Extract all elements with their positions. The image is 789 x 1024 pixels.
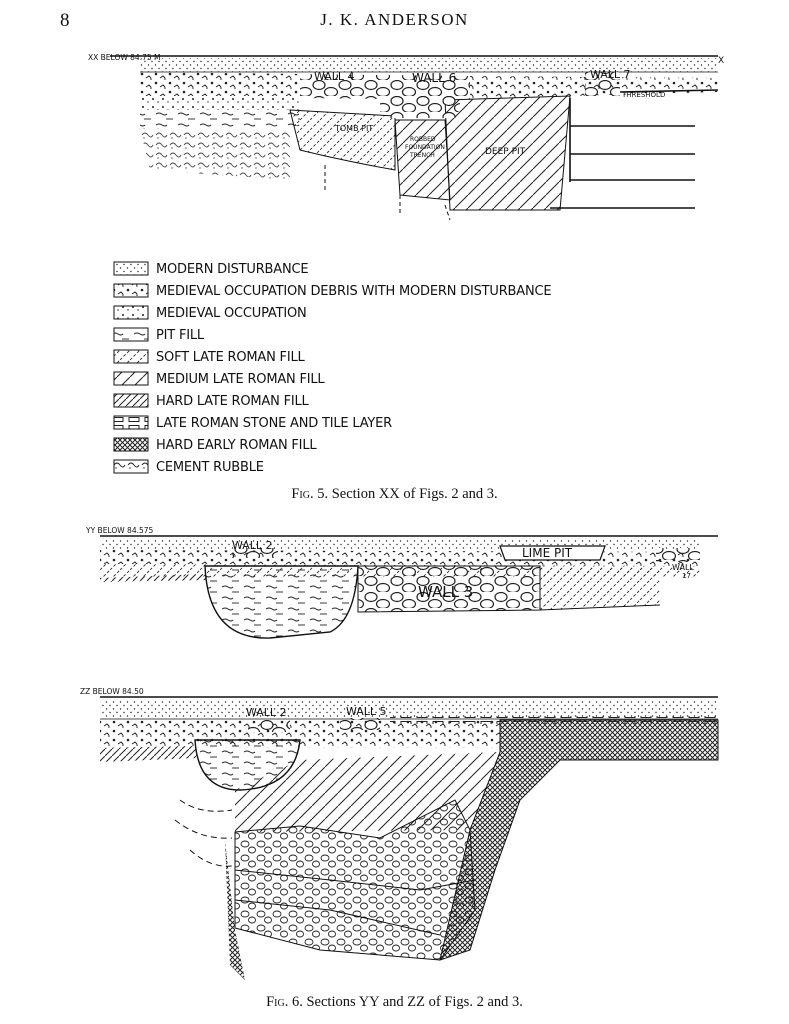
legend-item-soft: SOFT LATE ROMAN FILL (113, 349, 306, 365)
legend-label: HARD LATE ROMAN FILL (156, 394, 310, 409)
legend-item-pit: PIT FILL (113, 327, 205, 343)
legend-label: LATE ROMAN STONE AND TILE LAYER (156, 416, 392, 431)
zz-wall2-label: WALL 2 (246, 706, 287, 719)
fig6-section-yy: YY BELOW 84.575 WALL 2 LIME PIT WALL 3 W… (85, 526, 718, 639)
page-number: 8 (60, 10, 70, 31)
fig5-caption-label: Fig. 5. (291, 486, 329, 502)
fig5-wall7-label: WALL 7 (590, 68, 631, 81)
fig5-robbed-label-1: ROBBED (410, 136, 436, 143)
yy-wall17-label-b: 17 (682, 572, 691, 580)
legend-label: CEMENT RUBBLE (156, 460, 264, 475)
legend-item-early: HARD EARLY ROMAN FILL (113, 437, 318, 453)
legend-label: HARD EARLY ROMAN FILL (156, 438, 317, 453)
legend-item-medieval-debris: MEDIEVAL OCCUPATION DEBRIS WITH MODERN D… (113, 283, 552, 299)
fig6-caption-text: Sections YY and ZZ of Figs. 2 and 3. (306, 994, 523, 1010)
yy-datum-label: YY BELOW 84.575 (85, 526, 154, 535)
legend-label: MEDIEVAL OCCUPATION (156, 306, 307, 321)
fig5-robbed-label-2: FOUNDATION (405, 144, 445, 151)
running-head: J. K. ANDERSON (320, 10, 469, 29)
legend-item-medium: MEDIUM LATE ROMAN FILL (113, 371, 326, 387)
fig5-section-xx: XX BELOW 84.75 M X WALL 4 WALL 6 WALL 7 … (88, 53, 724, 221)
fig5-caption-text: Section XX of Figs. 2 and 3. (331, 486, 498, 502)
fig5-datum-label: XX BELOW 84.75 M (88, 53, 160, 62)
legend-label: PIT FILL (156, 328, 205, 343)
legend-item-modern: MODERN DISTURBANCE (113, 261, 309, 277)
fig6-section-zz: ZZ BELOW 84.50 WALL 2 WALL 5 (80, 687, 719, 980)
legend: MODERN DISTURBANCE MEDIEVAL OCCUPATION D… (113, 261, 552, 475)
fig5-wall4-label: WALL 4 (314, 70, 355, 83)
fig6-caption: Fig. 6. Sections YY and ZZ of Figs. 2 an… (0, 994, 789, 1011)
legend-item-cement: CEMENT RUBBLE (113, 459, 264, 475)
legend-item-stone: LATE ROMAN STONE AND TILE LAYER (113, 415, 392, 431)
legend-label: SOFT LATE ROMAN FILL (156, 350, 306, 365)
fig5-wall6-label: WALL 6 (412, 71, 456, 85)
fig5-deep-pit-label: DEEP PIT (485, 147, 526, 157)
legend-label: MODERN DISTURBANCE (156, 262, 308, 277)
legend-label: MEDIEVAL OCCUPATION DEBRIS WITH MODERN D… (156, 284, 551, 299)
zz-wall5-label: WALL 5 (346, 705, 387, 718)
fig5-tomb-pit-label: TOMB PIT (334, 124, 373, 133)
yy-wall17-label-a: WALL (672, 563, 694, 572)
fig5-robbed-label-3: TRENCH (409, 152, 435, 159)
zz-datum-label: ZZ BELOW 84.50 (80, 687, 144, 696)
fig5-caption: Fig. 5. Section XX of Figs. 2 and 3. (0, 486, 789, 503)
yy-lime-pit-label: LIME PIT (522, 546, 573, 560)
fig5-threshold-label: THRESHOLD (621, 91, 665, 99)
yy-wall3-label: WALL 3 (418, 583, 473, 601)
legend-item-medieval: MEDIEVAL OCCUPATION (113, 305, 307, 321)
legend-label: MEDIUM LATE ROMAN FILL (156, 372, 325, 387)
legend-item-hard: HARD LATE ROMAN FILL (113, 393, 310, 409)
fig5-end-label: X (718, 56, 724, 66)
fig6-caption-label: Fig. 6. (266, 994, 303, 1010)
yy-wall2-label: WALL 2 (232, 539, 273, 552)
